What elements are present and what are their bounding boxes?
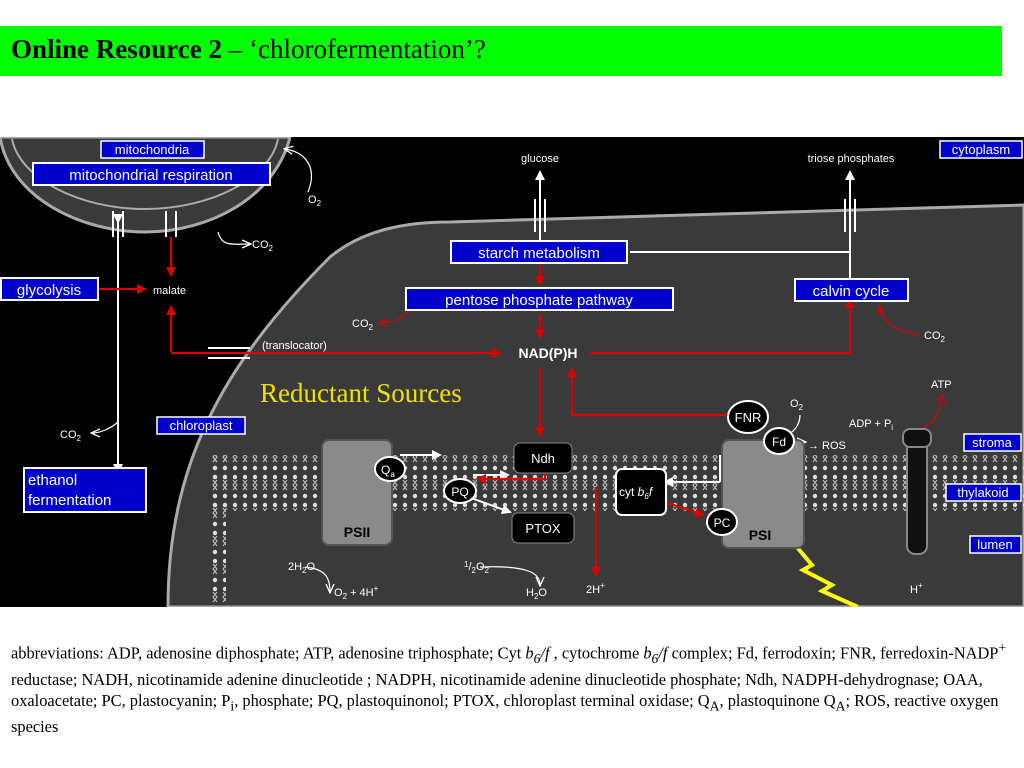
svg-text:stroma: stroma	[972, 435, 1013, 450]
stroma-label: stroma	[963, 433, 1022, 452]
title-bar: Online Resource 2 – ‘chlorofermentation’…	[0, 26, 1002, 76]
pc-complex: PC	[706, 508, 738, 536]
two-h2o-label: 2H2O	[288, 561, 316, 575]
svg-text:FNR: FNR	[735, 410, 762, 425]
svg-text:PTOX: PTOX	[525, 521, 560, 536]
svg-text:cytoplasm: cytoplasm	[952, 142, 1011, 157]
svg-text:mitochondrial respiration: mitochondrial respiration	[69, 167, 232, 184]
co2-mito-label: CO2	[252, 239, 274, 253]
psii-label: PSII	[344, 524, 370, 540]
calvin-cycle-label: calvin cycle	[794, 278, 909, 302]
atp-label: ATP	[931, 379, 952, 391]
chlorofermentation-diagram: PSII PSI Qa PQ Ndh PTOX cyt b6f PC FNR F…	[0, 137, 1024, 607]
starch-metabolism-label: starch metabolism	[450, 240, 628, 264]
svg-text:starch metabolism: starch metabolism	[478, 245, 600, 262]
fd-complex: Fd	[763, 427, 795, 455]
svg-text:Qa: Qa	[381, 463, 395, 479]
abbreviations-text: abbreviations: ADP, adenosine diphosphat…	[11, 640, 1007, 737]
svg-text:PQ: PQ	[451, 485, 468, 499]
o2-4h-label: O2 + 4H+	[334, 584, 379, 601]
co2-ppp-label: CO2	[352, 318, 374, 332]
translocator-label: (translocator)	[262, 340, 327, 352]
svg-text:glycolysis: glycolysis	[17, 282, 81, 299]
svg-text:fermentation: fermentation	[28, 492, 111, 509]
lumen-label: lumen	[969, 535, 1022, 554]
mito-resp-label: mitochondrial respiration	[32, 162, 271, 186]
svg-text:Ndh: Ndh	[531, 451, 555, 466]
o2-fd-label: O2	[790, 398, 804, 412]
svg-text:ethanol: ethanol	[28, 472, 77, 489]
chloroplast-label: chloroplast	[156, 416, 246, 435]
co2-ferm-label: CO2	[60, 429, 82, 443]
cyt-b6f-complex: cyt b6f	[615, 468, 667, 516]
thylakoid-label: thylakoid	[945, 483, 1022, 502]
ndh-complex: Ndh	[513, 442, 573, 474]
half-o2-label: 1/2O2	[464, 560, 490, 575]
glucose-label: glucose	[521, 153, 559, 165]
nadph-label: NAD(P)H	[518, 345, 577, 361]
ptox-complex: PTOX	[511, 512, 575, 544]
h2o-label: H2O	[526, 587, 547, 601]
psi-label: PSI	[749, 527, 772, 543]
psi-complex	[721, 439, 805, 549]
svg-text:mitochondria: mitochondria	[115, 142, 190, 157]
fnr-complex: FNR	[727, 400, 769, 434]
ppp-label: pentose phosphate pathway	[405, 287, 674, 311]
co2-calvin-label: CO2	[924, 330, 946, 344]
svg-text:cyt b6f: cyt b6f	[619, 485, 654, 501]
reductant-sources-label: Reductant Sources	[260, 378, 462, 408]
cytoplasm-label: cytoplasm	[939, 140, 1023, 159]
svg-text:calvin cycle: calvin cycle	[813, 283, 890, 300]
pq-complex: PQ	[443, 478, 477, 504]
page-title: Online Resource 2 – ‘chlorofermentation’…	[11, 34, 486, 64]
svg-text:Fd: Fd	[772, 435, 786, 449]
triose-label: triose phosphates	[808, 153, 895, 165]
svg-text:lumen: lumen	[977, 537, 1012, 552]
glycolysis-label: glycolysis	[0, 277, 99, 301]
ros-label: → ROS	[808, 440, 846, 452]
mitochondria-label: mitochondria	[100, 140, 205, 159]
malate-label: malate	[153, 285, 186, 297]
adp-label: ADP + Pi	[849, 418, 893, 432]
ethanol-fermentation-label: ethanol fermentation	[23, 467, 147, 513]
h-plus-label: H+	[910, 581, 923, 596]
o2-mito-label: O2	[308, 194, 322, 208]
light-zigzag-icon	[788, 537, 859, 607]
qa-complex: Qa	[374, 456, 406, 482]
svg-text:thylakoid: thylakoid	[957, 485, 1008, 500]
svg-text:pentose phosphate pathway: pentose phosphate pathway	[445, 292, 633, 309]
svg-text:chloroplast: chloroplast	[170, 418, 233, 433]
svg-text:PC: PC	[714, 516, 731, 530]
two-h-label: 2H+	[586, 581, 605, 596]
